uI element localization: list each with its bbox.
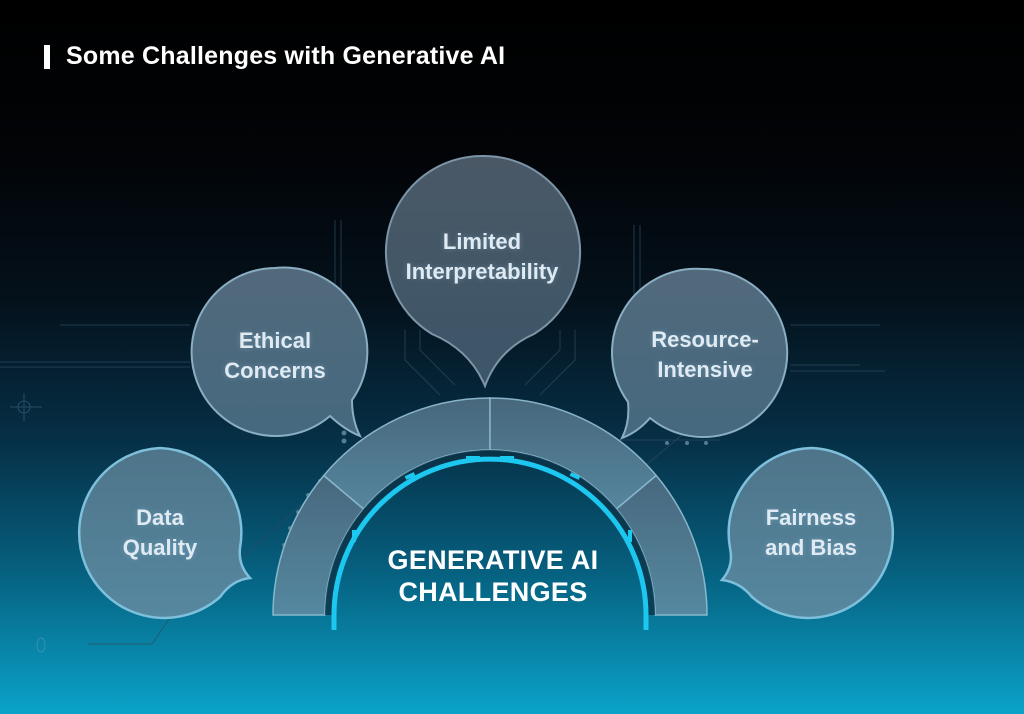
bubble-label-line1: Fairness <box>765 505 857 530</box>
center-label-line2: CHALLENGES <box>398 577 588 607</box>
slide-header: Some Challenges with Generative AI <box>44 42 505 71</box>
cyan-ring <box>331 456 649 630</box>
bubble-shape-limited-interpretability <box>384 154 582 389</box>
bubble-data-quality: Data Quality <box>123 503 198 563</box>
center-arch <box>272 397 708 616</box>
bubble-shape-data-quality <box>77 446 253 620</box>
bubble-shape-resource-intensive <box>611 267 789 440</box>
title-accent-bar <box>44 44 50 69</box>
circuit-node-icon <box>36 637 46 653</box>
bubble-label-line1: Ethical <box>238 328 312 353</box>
crosshair-icon <box>10 393 42 421</box>
bubble-label-line2: Intensive <box>657 357 753 382</box>
center-label-line1: GENERATIVE AI <box>387 545 599 575</box>
bubble-ethical-concerns: Ethical Concerns <box>224 326 325 386</box>
bubble-fairness-and-bias: Fairness and Bias <box>765 503 857 563</box>
bubble-label-line2: Interpretability <box>405 259 559 284</box>
bubble-shape-fairness-and-bias <box>719 446 895 620</box>
cyan-ring-ticks <box>352 456 632 542</box>
bubble-label-line1: Data <box>136 505 184 530</box>
page-title: Some Challenges with Generative AI <box>66 42 506 70</box>
bubble-label-line2: Quality <box>122 535 198 560</box>
bubble-shape-ethical-concerns <box>190 266 369 438</box>
bubble-label-line1: Limited <box>442 229 522 254</box>
center-label: GENERATIVE AI CHALLENGES <box>388 544 599 608</box>
bubble-label-line2: Concerns <box>224 358 326 383</box>
bubble-resource-intensive: Resource- Intensive <box>651 325 759 385</box>
bubble-limited-interpretability: Limited Interpretability <box>406 227 559 287</box>
bubble-label-line2: and Bias <box>765 535 857 560</box>
bubble-label-line1: Resource- <box>651 327 759 352</box>
